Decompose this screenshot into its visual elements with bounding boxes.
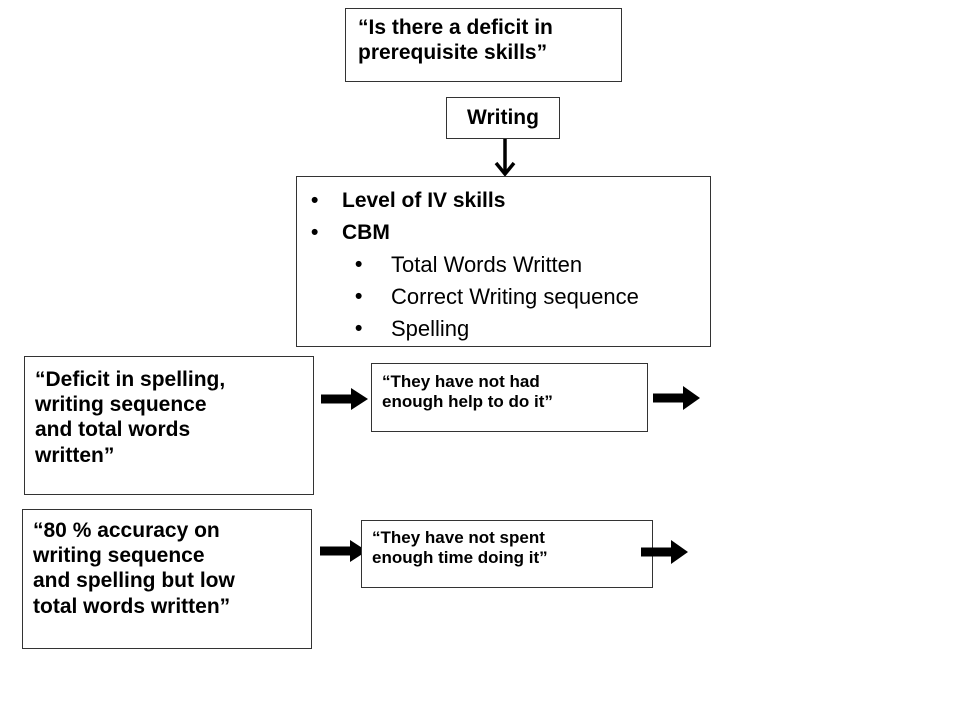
right-arrow-icon bbox=[320, 540, 367, 562]
right-arrow-icon bbox=[321, 388, 368, 410]
bullet-icon: • bbox=[355, 317, 363, 340]
assessment-item-iv-skills: • Level of IV skills bbox=[297, 185, 710, 217]
finding-box-accuracy: “80 % accuracy on writing sequence and s… bbox=[22, 509, 312, 649]
right-arrow-icon bbox=[653, 386, 700, 410]
right-arrow-icon bbox=[641, 540, 688, 564]
cbm-subitem-label: Total Words Written bbox=[391, 252, 583, 277]
reason-box-time: “They have not spent enough time doing i… bbox=[361, 520, 653, 588]
bullet-icon: • bbox=[355, 285, 363, 308]
assessment-item-cbm: • CBM bbox=[297, 217, 710, 249]
bullet-icon: • bbox=[311, 221, 319, 244]
cbm-subitem-label: Spelling bbox=[391, 316, 470, 341]
assessment-item-label: Level of IV skills bbox=[342, 189, 506, 212]
down-arrow-icon bbox=[494, 139, 516, 177]
writing-box: Writing bbox=[446, 97, 560, 139]
assessment-item-label: CBM bbox=[342, 221, 390, 244]
bullet-icon: • bbox=[311, 189, 319, 212]
reason-box-help: “They have not had enough help to do it” bbox=[371, 363, 648, 432]
assessment-box: • Level of IV skills • CBM • Total Words… bbox=[296, 176, 711, 347]
cbm-subitem-total-words: • Total Words Written bbox=[297, 249, 710, 281]
cbm-subitem-label: Correct Writing sequence bbox=[391, 284, 639, 309]
cbm-subitem-writing-sequence: • Correct Writing sequence bbox=[297, 281, 710, 313]
cbm-subitem-spelling: • Spelling bbox=[297, 313, 710, 345]
bullet-icon: • bbox=[355, 253, 363, 276]
question-box: “Is there a deficit in prerequisite skil… bbox=[345, 8, 622, 82]
writing-label: Writing bbox=[467, 106, 539, 130]
finding-box-deficit: “Deficit in spelling, writing sequence a… bbox=[24, 356, 314, 495]
